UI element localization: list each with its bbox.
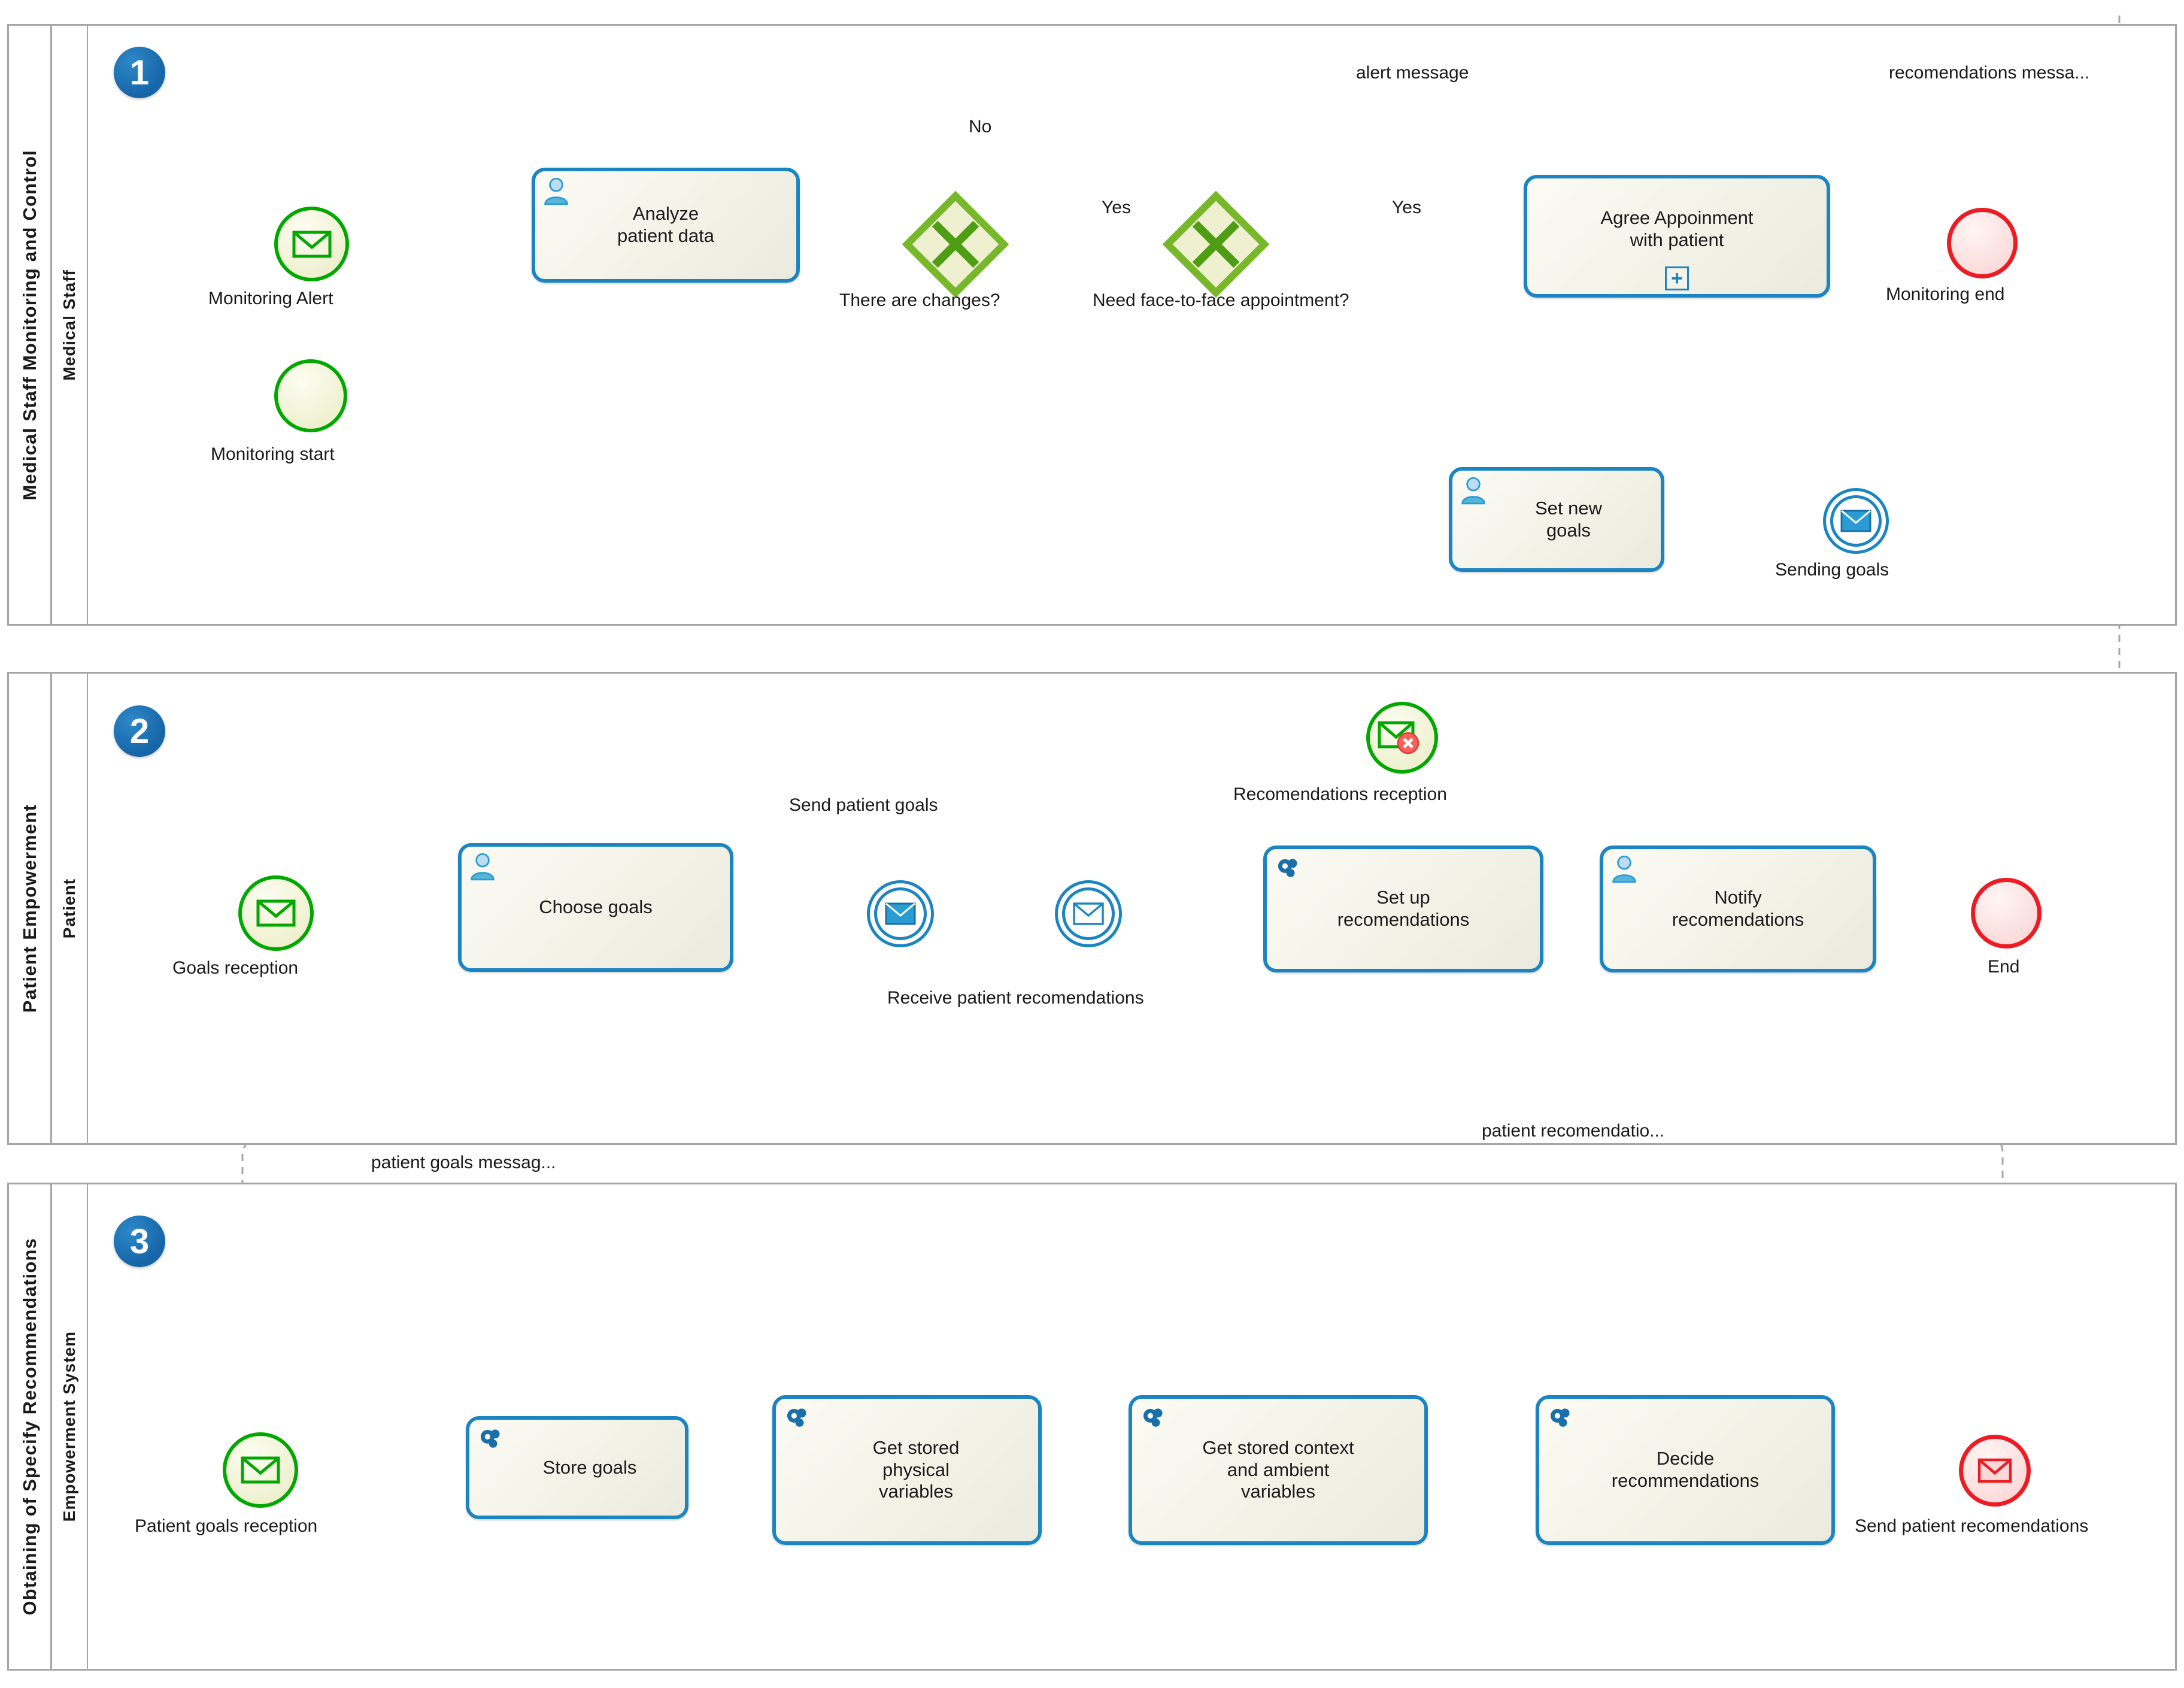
envelope-icon [1840,510,1871,532]
label-sending-goals: Sending goals [1775,560,1889,580]
step-badge-1-number: 1 [129,53,150,92]
flow-label-no: No [969,117,992,137]
lane-2-header: Patient [52,674,88,1143]
step-badge-3-number: 3 [129,1222,150,1261]
event-sending-goals[interactable] [1823,488,1889,554]
step-badge-2-number: 2 [129,711,150,751]
event-monitoring-alert[interactable] [274,207,349,281]
event-send-patient-goals[interactable] [867,880,934,947]
lane-1-header: Medical Staff [52,26,88,624]
task-store-goals[interactable]: Store goals [466,1416,688,1519]
gateway-need-appointment[interactable] [1162,190,1270,299]
event-goals-reception[interactable] [238,875,314,951]
flow-label-yes-2: Yes [1392,198,1421,217]
task-set-new-goals[interactable]: Set new goals [1449,467,1664,572]
event-send-patient-recomendations[interactable] [1959,1435,2031,1507]
task-store-goals-label: Store goals [542,1456,637,1478]
event-monitoring-start[interactable] [274,359,347,432]
inner-ring [874,887,927,940]
envelope-icon [1977,1458,2012,1483]
event-patient-goals-reception[interactable] [223,1432,298,1508]
label-gateway-there-are-changes: There are changes? [839,290,1000,310]
gear-icon [787,1408,806,1427]
label-recomendations-reception: Recomendations reception [1233,784,1447,804]
message-flow-label-alert-message: alert message [1356,63,1469,83]
gateway-there-are-changes[interactable] [902,190,1009,299]
task-decide-recommendations[interactable]: Decide recommendations [1536,1395,1835,1545]
label-goals-reception: Goals reception [172,958,299,978]
lane-3-header: Empowerment System [52,1184,88,1669]
task-agree-appointment-with-patient[interactable]: Agree Appoinment with patient + [1524,175,1830,298]
label-send-patient-goals: Send patient goals [789,795,938,815]
gear-icon [1143,1408,1163,1427]
task-set-new-goals-label: Set new goals [1534,497,1602,541]
inner-ring [1062,887,1115,940]
step-badge-3: 3 [114,1216,165,1267]
pool-2-header: Patient Empowerment [9,674,52,1143]
event-monitoring-end[interactable] [1947,208,2018,278]
plus-marker-icon: + [1665,266,1689,290]
task-analyze-patient-data-label: Analyze patient data [617,203,715,246]
gear-icon [1550,1408,1570,1427]
envelope-icon [241,1456,280,1484]
pool-2-title: Patient Empowerment [19,804,40,1013]
user-icon [1461,477,1485,505]
label-monitoring-start: Monitoring start [211,444,335,464]
envelope-icon [292,231,331,257]
label-monitoring-alert: Monitoring Alert [208,289,333,308]
message-flow-label-patient-goals-message: patient goals messag... [371,1153,556,1172]
message-flow-label-recomendations-message: recomendations messa... [1889,63,2090,83]
task-get-stored-context-label: Get stored context and ambient variables [1202,1437,1354,1502]
label-monitoring-end: Monitoring end [1886,284,2005,304]
step-badge-1: 1 [114,47,165,98]
flow-label-yes-1: Yes [1102,198,1131,217]
event-patient-end[interactable] [1971,878,2042,948]
lane-3-title: Empowerment System [60,1331,78,1522]
user-icon [1612,855,1636,883]
message-flow-label-patient-recomendations: patient recomendatio... [1482,1121,1665,1141]
task-notify-recomendations-label: Notify recomendations [1672,887,1804,930]
label-patient-end: End [1988,957,2020,977]
task-agree-appointment-label: Agree Appoinment with patient [1600,207,1754,250]
pool-3-title: Obtaining of Specify Recommendations [19,1238,40,1616]
envelope-cancel-icon [1378,721,1419,754]
inner-ring [1830,495,1882,547]
task-set-up-recomendations-label: Set up recomendations [1337,887,1470,930]
pool-medical-staff-monitoring: Medical Staff Monitoring and Control Med… [7,24,2177,626]
event-receive-patient-recomendations[interactable] [1055,880,1122,947]
task-choose-goals-label: Choose goals [539,896,653,918]
lane-1-title: Medical Staff [60,269,78,381]
task-get-stored-physical-variables[interactable]: Get stored physical variables [772,1395,1042,1545]
label-send-patient-recomendations: Send patient recomendations [1855,1516,2089,1536]
lane-2-title: Patient [60,878,78,939]
label-patient-goals-reception: Patient goals reception [135,1516,318,1536]
label-receive-patient-recomendations: Receive patient recomendations [887,988,1144,1008]
envelope-icon [256,899,296,927]
pool-obtaining-specify-recommendations: Obtaining of Specify Recommendations Emp… [7,1183,2177,1671]
task-notify-recomendations[interactable]: Notify recomendations [1600,845,1876,972]
envelope-icon [1073,902,1104,925]
event-recomendations-reception[interactable] [1366,702,1438,774]
label-gateway-need-appointment: Need face-to-face appointment? [1093,290,1349,310]
pool-1-title: Medical Staff Monitoring and Control [19,149,40,501]
task-set-up-recomendations[interactable]: Set up recomendations [1263,845,1543,972]
user-icon [471,853,495,881]
task-choose-goals[interactable]: Choose goals [458,843,733,972]
step-badge-2: 2 [114,705,165,757]
task-analyze-patient-data[interactable]: Analyze patient data [532,168,800,283]
task-get-stored-physical-variables-label: Get stored physical variables [872,1437,960,1502]
gear-icon [1278,859,1297,877]
task-decide-recommendations-label: Decide recommendations [1611,1448,1760,1491]
pool-3-header: Obtaining of Specify Recommendations [9,1184,52,1669]
pool-1-header: Medical Staff Monitoring and Control [9,26,52,624]
envelope-icon [885,902,916,925]
gear-icon [480,1429,500,1448]
user-icon [544,177,568,205]
task-get-stored-context-and-ambient-variables[interactable]: Get stored context and ambient variables [1129,1395,1428,1545]
